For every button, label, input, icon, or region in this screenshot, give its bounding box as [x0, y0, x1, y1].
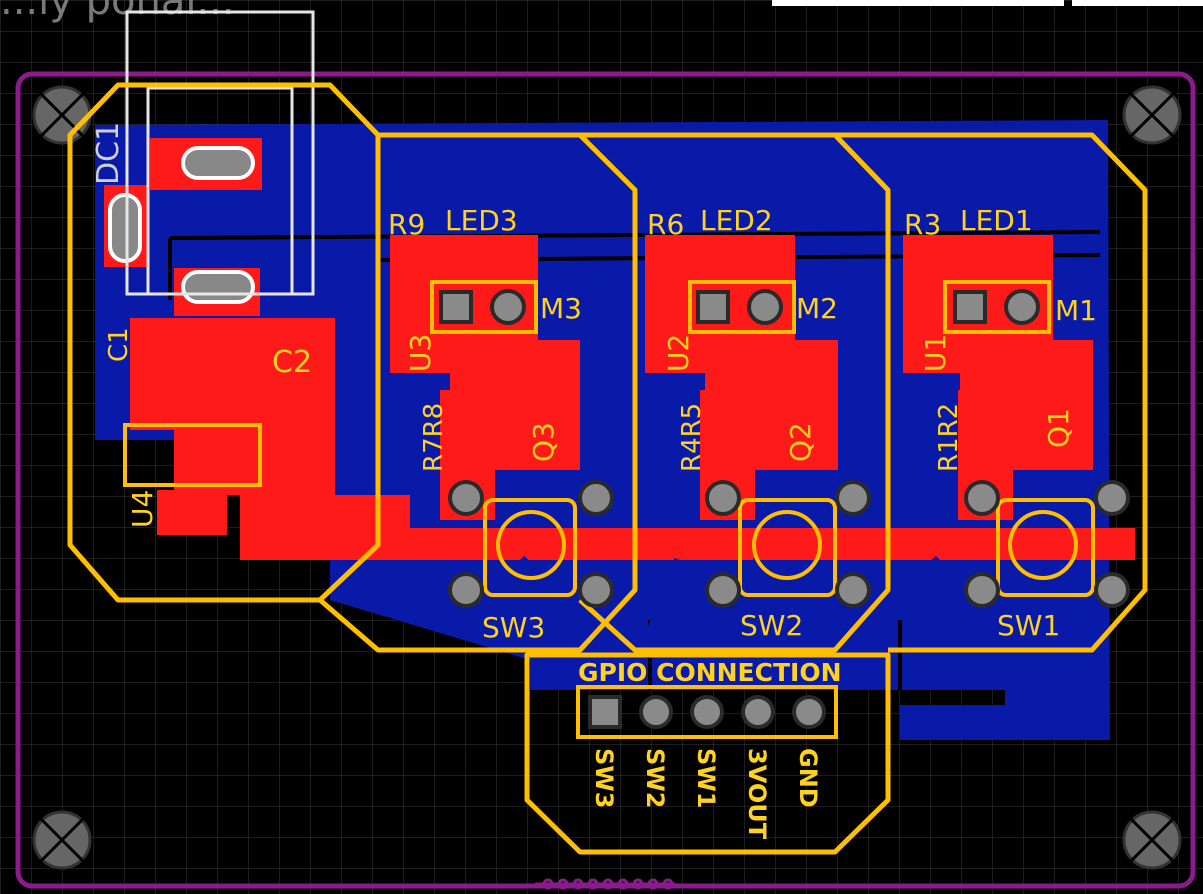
label-q3: Q3	[527, 422, 560, 462]
label-r1r2: R1R2	[934, 403, 964, 472]
label-r6: R6	[647, 208, 684, 241]
label-m3: M3	[540, 292, 582, 325]
silkscreen-labels: C1 C2 U4 R9 LED3 M3 U3 R7R8 Q3 SW3 R6 LE…	[104, 204, 1097, 840]
label-r7r8: R7R8	[419, 403, 449, 472]
label-r3: R3	[904, 208, 941, 241]
label-m1: M1	[1055, 294, 1097, 327]
dc-jack-slots	[108, 146, 255, 304]
motor-footprints	[430, 280, 1051, 334]
label-c1: C1	[104, 327, 134, 362]
label-u3: U3	[404, 334, 437, 372]
label-sw2: SW2	[740, 609, 803, 642]
mounting-holes	[32, 85, 1182, 870]
toolbar-box-right[interactable]	[1072, 0, 1203, 6]
label-dc1: DC1	[91, 122, 126, 185]
label-sw1: SW1	[997, 609, 1060, 642]
switch-pins	[448, 480, 1130, 608]
gpio-pin-label: GND	[794, 748, 822, 808]
gpio-pin-label: SW1	[692, 748, 720, 808]
label-led3: LED3	[445, 204, 518, 237]
toolbar-box-left[interactable]	[772, 0, 1064, 6]
label-m2: M2	[796, 292, 838, 325]
label-led1: LED1	[960, 204, 1033, 237]
label-r4r5: R4R5	[677, 403, 707, 472]
label-q1: Q1	[1042, 408, 1075, 448]
dc-jack-outline	[125, 10, 315, 296]
label-sw3: SW3	[482, 611, 545, 644]
gpio-pin-label: SW3	[590, 748, 618, 808]
label-u1: U1	[919, 334, 952, 372]
silkscreen-outlines	[67, 82, 1148, 855]
label-u4: U4	[126, 490, 159, 528]
label-led2: LED2	[700, 204, 773, 237]
label-q2: Q2	[784, 422, 817, 462]
gpio-pin-label: 3VOUT	[743, 748, 771, 840]
switch-footprints	[123, 423, 1095, 597]
edge-connector	[535, 878, 675, 890]
label-r9: R9	[388, 208, 425, 241]
label-c2: C2	[272, 345, 312, 380]
gpio-title: GPIO CONNECTION	[578, 658, 842, 687]
gpio-header[interactable]	[576, 685, 838, 739]
gpio-pin-label: SW2	[641, 748, 669, 808]
label-u2: U2	[662, 334, 695, 372]
